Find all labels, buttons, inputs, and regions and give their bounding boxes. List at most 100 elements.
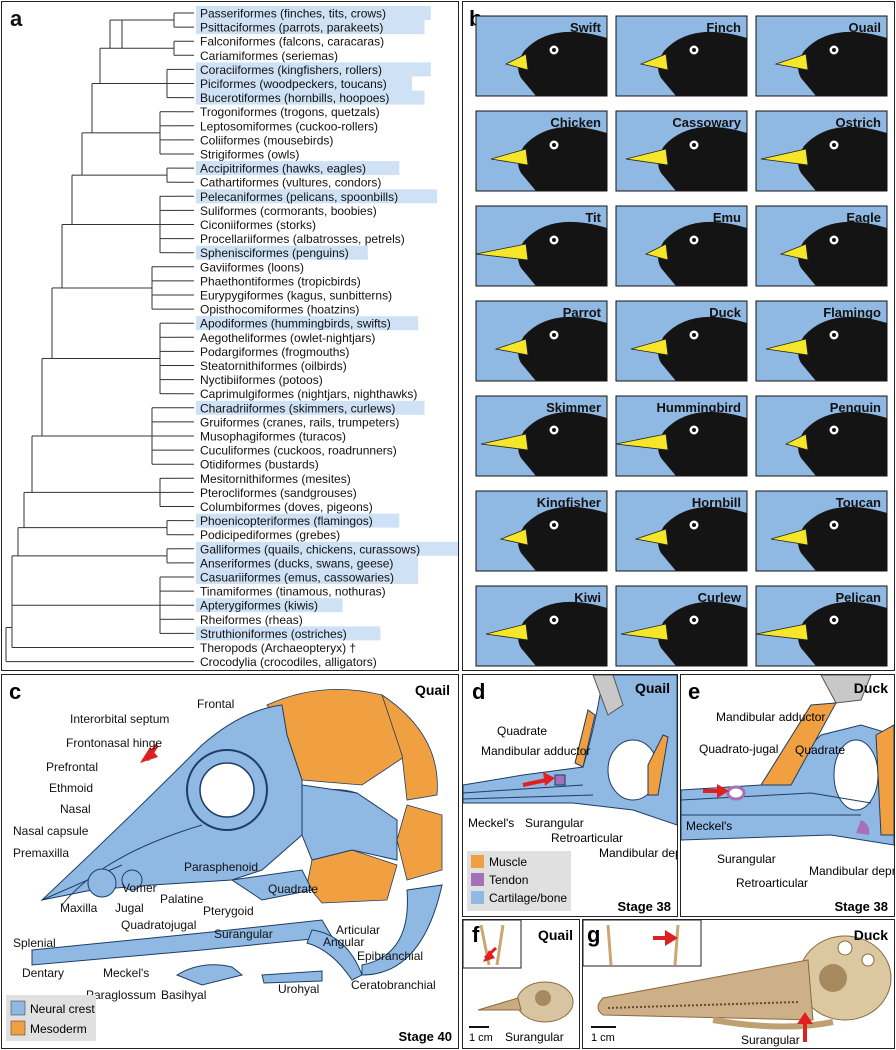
taxon-highlight [196, 76, 412, 91]
label-d-adductor: Mandibular adductor [481, 744, 590, 758]
panel-f-label: f [472, 922, 480, 947]
taxon-label: Theropods (Archaeopteryx) † [200, 641, 356, 655]
taxon-highlight [196, 316, 419, 331]
head-silhouette [658, 601, 747, 666]
label-hinge: Frontonasal hinge [66, 736, 162, 750]
label-nasal: Nasal [60, 802, 91, 816]
taxon-label: Otidiformes (bustards) [200, 458, 319, 472]
legend-neural-crest: Neural crest [30, 1002, 95, 1016]
taxon-label: Accipitriformes (hawks, eagles) [200, 162, 366, 176]
taxon-highlight [196, 62, 431, 77]
bird-tile-emu: Emu [615, 205, 748, 287]
beak-shape [639, 53, 669, 71]
head-silhouette [518, 31, 607, 96]
label-e-surangular: Surangular [717, 852, 776, 866]
label-premaxilla: Premaxilla [13, 846, 69, 860]
label-articular: Articular [336, 923, 380, 937]
taxon-label: Phoenicopteriformes (flamingos) [200, 514, 373, 528]
beak-shape [494, 338, 529, 356]
taxon-label: Charadriiformes (skimmers, curlews) [200, 401, 395, 415]
bird-name: Chicken [550, 115, 601, 130]
bird-name: Toucan [836, 495, 881, 510]
label-d-surangular: Surangular [525, 816, 584, 830]
taxon-label: Podicipediformes (grebes) [200, 528, 340, 542]
panel-a-label: a [10, 6, 23, 31]
bird-tile-kiwi: Kiwi [475, 585, 608, 667]
taxon-label: Ciconiiformes (storks) [200, 218, 316, 232]
phylogenetic-tree: Passeriformes (finches, tits, crows)Psit… [5, 6, 458, 669]
legend-mesoderm: Mesoderm [30, 1022, 87, 1036]
beak-shape [779, 243, 809, 261]
label-angular: Angular [323, 935, 364, 949]
label-e-adductor: Mandibular adductor [716, 710, 825, 724]
label-parasphenoid: Parasphenoid [184, 860, 258, 874]
taxon-label: Tinamiformes (tinamous, nothuras) [200, 585, 386, 599]
panel-f-title: Quail [538, 927, 573, 943]
bird-tile-swift: Swift [475, 15, 608, 97]
taxon-label: Steatornithiformes (oilbirds) [200, 359, 347, 373]
label-palatine: Palatine [160, 892, 204, 906]
frontonasal-arrow [140, 747, 158, 763]
taxon-label: Musophagiformes (turacos) [200, 430, 346, 444]
panel-c-stage: Stage 40 [399, 1029, 452, 1044]
label-jugal: Jugal [115, 901, 144, 915]
bird-tile-tit: Tit [475, 205, 608, 287]
label-nasal-capsule: Nasal capsule [13, 824, 89, 838]
bird-tile-curlew: Curlew [615, 585, 748, 667]
bird-name: Parrot [563, 305, 602, 320]
bird-name: Eagle [846, 210, 881, 225]
label-d-retro: Retroarticular [551, 831, 623, 845]
beak-shape [774, 53, 809, 71]
beak-shape [784, 433, 809, 451]
bird-tile-pelican: Pelican [755, 585, 888, 667]
label-d-depressor: Mandibular depressor [599, 846, 677, 860]
bird-name: Kiwi [574, 590, 601, 605]
taxon-label: Trogoniformes (trogons, quetzals) [200, 105, 380, 119]
head-silhouette [518, 221, 607, 286]
beak-shape [480, 433, 529, 451]
taxon-label: Sphenisciformes (penguins) [200, 246, 349, 260]
beak-shape [634, 528, 669, 546]
label-quadrate: Quadrate [268, 882, 318, 896]
label-urohyal: Urohyal [278, 982, 319, 996]
taxon-label: Coliiformes (mousebirds) [200, 133, 333, 147]
taxon-label: Gruiformes (cranes, rails, trumpeters) [200, 415, 399, 429]
label-ceratobranchial: Ceratobranchial [351, 978, 436, 992]
panel-a-phylogeny: a Passeriformes (finches, tits, crows)Ps… [1, 1, 459, 671]
taxon-label: Suliformes (cormorants, boobies) [200, 204, 377, 218]
tendon-arrow [543, 772, 555, 786]
taxon-label: Leptosomiformes (cuckoo-rollers) [200, 119, 378, 133]
taxon-label: Casuariiformes (emus, cassowaries) [200, 571, 394, 585]
panel-c-title: Quail [415, 682, 450, 698]
quail-skull-diagram: c Quail Frontal [6, 679, 452, 1044]
label-frontal: Frontal [197, 697, 234, 711]
taxon-label: Mesitornithiformes (mesites) [200, 472, 351, 486]
label-e-quadrate: Quadrate [795, 743, 845, 757]
panel-f-surangular: Surangular [505, 1030, 564, 1044]
head-silhouette [798, 506, 887, 571]
taxon-highlight [196, 626, 381, 641]
bird-tile-duck: Duck [615, 300, 748, 382]
bird-tile-finch: Finch [615, 15, 748, 97]
panel-b-beak-shapes: b SwiftFinchQuailChickenCassowaryOstrich… [462, 1, 895, 671]
label-e-meckels: Meckel's [686, 819, 732, 833]
taxon-highlight [196, 598, 343, 613]
duck-arrow-bottom [797, 1012, 813, 1024]
taxon-label: Strigiformes (owls) [200, 148, 299, 162]
taxon-label: Aegotheliformes (owlet-nightjars) [200, 331, 375, 345]
head-silhouette [798, 31, 887, 96]
panel-c-quail-skull: c Quail Frontal [1, 674, 459, 1049]
quail-jaw-diagram: d Quail Quadrate Mandibular adductor Mec… [463, 675, 677, 914]
label-vomer: Vomer [122, 881, 157, 895]
panel-g-duck-photo: g Duck 1 cm Surangular [582, 919, 895, 1049]
panel-g-label: g [587, 922, 600, 947]
panel-d-stage: Stage 38 [618, 899, 671, 914]
head-silhouette [798, 221, 887, 286]
bird-head-grid: b SwiftFinchQuailChickenCassowaryOstrich… [463, 2, 888, 667]
head-silhouette [518, 316, 607, 381]
beak-shape [499, 528, 529, 546]
taxon-highlight [196, 20, 425, 35]
taxon-label: Coraciiformes (kingfishers, rollers) [200, 63, 382, 77]
label-e-depressor: Mandibular depressor [809, 864, 894, 878]
taxon-label: Opisthocomiformes (hoatzins) [200, 303, 359, 317]
